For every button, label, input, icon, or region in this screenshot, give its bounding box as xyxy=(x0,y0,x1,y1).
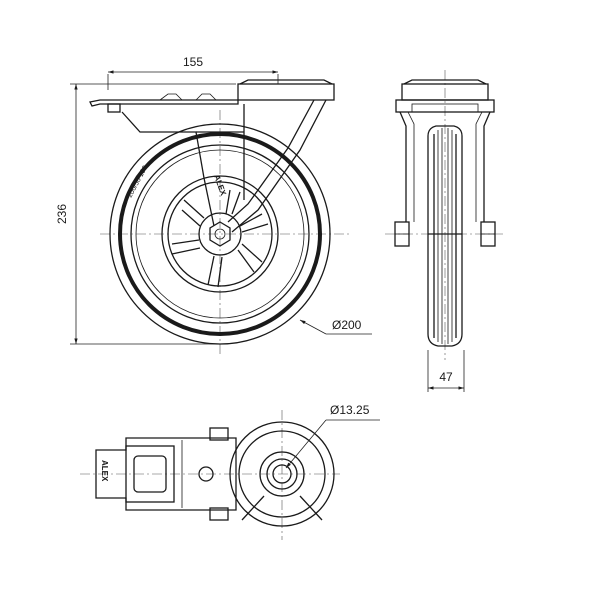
dim-width-overall: 155 xyxy=(107,55,279,90)
svg-text:47: 47 xyxy=(439,370,453,384)
dim-bore-diameter: Ø13.25 xyxy=(285,403,380,469)
dim-wheel-diameter: Ø200 xyxy=(299,318,372,335)
brand-top: ALEX xyxy=(100,460,109,482)
side-view: 200/50 100 ALEX 155 xyxy=(55,55,372,355)
top-view: ALEX Ø13.25 xyxy=(80,403,380,540)
dim-height-overall: 236 xyxy=(55,83,236,345)
wheel-top xyxy=(229,421,335,527)
front-view: 47 xyxy=(385,70,505,392)
svg-text:Ø200: Ø200 xyxy=(332,318,362,332)
caster-fork xyxy=(89,79,335,233)
wheel-front xyxy=(427,125,463,347)
mounting-plate-top: ALEX xyxy=(95,427,237,521)
wheel-side xyxy=(109,123,331,345)
brand-side: ALEX xyxy=(212,174,228,198)
svg-text:Ø13.25: Ø13.25 xyxy=(330,403,370,417)
dim-wheel-width: 47 xyxy=(427,350,465,392)
svg-text:155: 155 xyxy=(183,55,203,69)
svg-text:236: 236 xyxy=(55,204,69,224)
wheel-spokes xyxy=(171,189,269,288)
axle-nut-hex xyxy=(209,221,231,247)
